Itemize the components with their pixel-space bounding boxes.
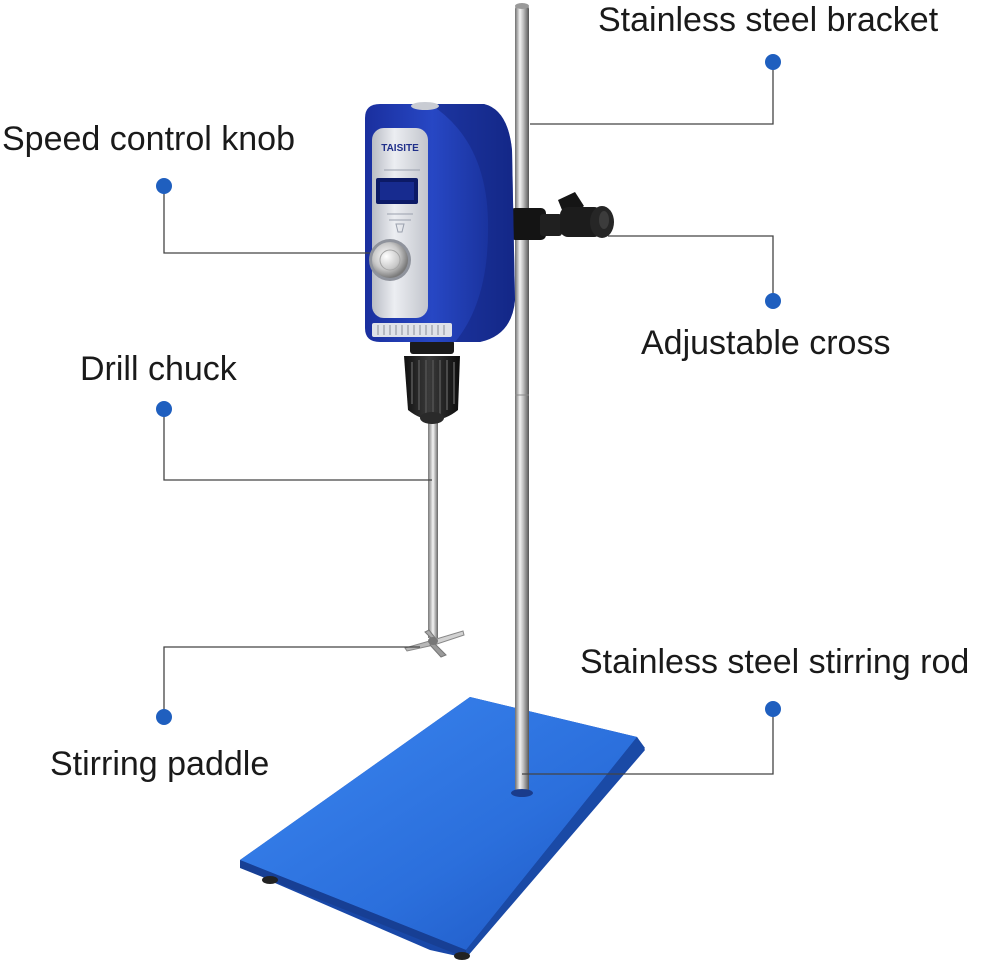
- leader-line-rod: [522, 709, 774, 775]
- callout-dots: [156, 54, 781, 725]
- brand-logo-text: TAISITE: [381, 143, 419, 154]
- dot-knob: [156, 178, 172, 194]
- label-stainless-steel-stirring-rod: Stainless steel stirring rod: [580, 643, 970, 681]
- motor-housing: TAISITE: [365, 102, 515, 342]
- leader-lines: [163, 62, 774, 775]
- leader-line-bracket: [530, 62, 774, 125]
- label-speed-control-knob: Speed control knob: [2, 120, 295, 158]
- dot-cross: [765, 293, 781, 309]
- dot-rod: [765, 701, 781, 717]
- stirring-paddle-blades: [404, 629, 465, 658]
- base-plate: [240, 697, 645, 960]
- label-adjustable-cross: Adjustable cross: [641, 324, 891, 362]
- leader-line-cross: [608, 235, 774, 301]
- label-drill-chuck: Drill chuck: [80, 350, 237, 388]
- dot-paddle: [156, 709, 172, 725]
- stand-rod: [511, 3, 533, 797]
- drill-chuck: [404, 340, 460, 424]
- leader-line-chuck: [163, 409, 432, 481]
- label-stirring-paddle: Stirring paddle: [50, 745, 270, 783]
- label-stainless-steel-bracket: Stainless steel bracket: [598, 1, 939, 39]
- dot-bracket: [765, 54, 781, 70]
- cross-clamp: [510, 192, 614, 240]
- stirring-shaft: [428, 420, 438, 638]
- leader-line-knob: [163, 186, 370, 254]
- leader-line-paddle: [163, 646, 420, 717]
- speed-knob: [372, 242, 408, 278]
- dot-chuck: [156, 401, 172, 417]
